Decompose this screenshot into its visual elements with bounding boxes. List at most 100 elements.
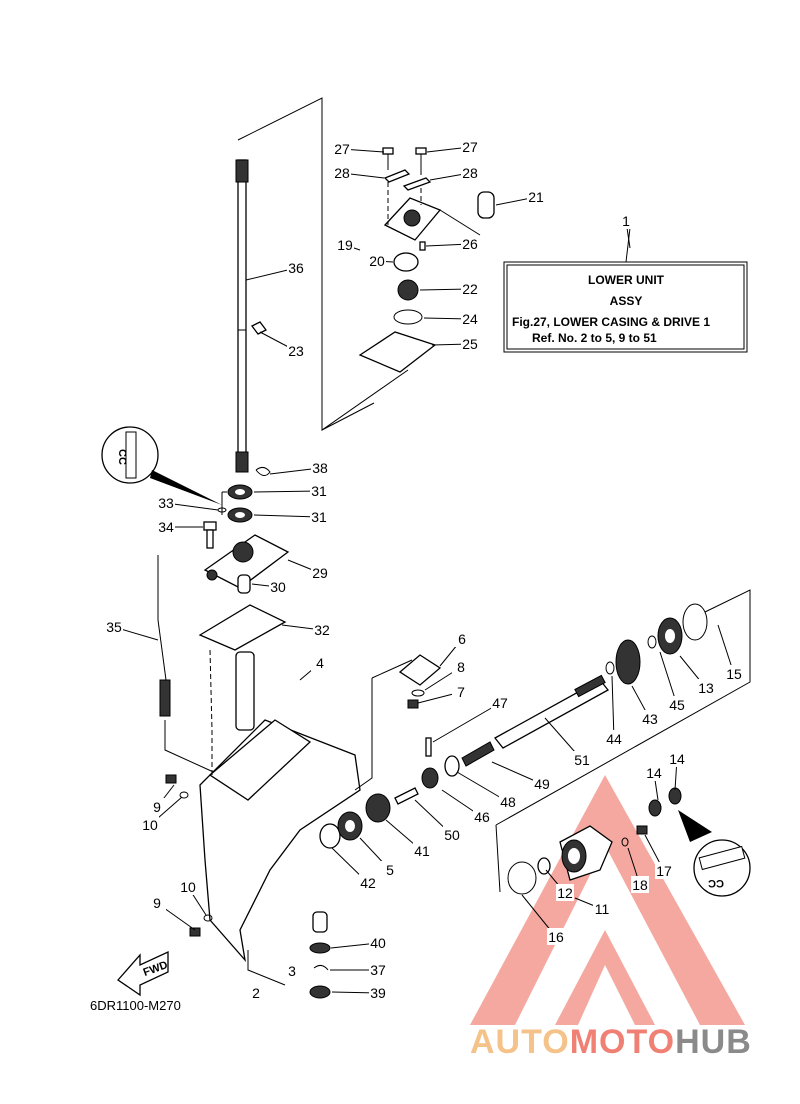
callout-6: 6 bbox=[458, 631, 466, 647]
callout-bg-44 bbox=[605, 730, 623, 747]
callout-51: 51 bbox=[574, 752, 590, 768]
sealant-symbol-left: CC bbox=[101, 426, 222, 505]
callout-bg-35 bbox=[105, 618, 123, 635]
callout-26: 26 bbox=[462, 236, 478, 252]
callout-28: 28 bbox=[462, 165, 478, 181]
callout-36: 36 bbox=[288, 260, 304, 276]
shift-rod bbox=[157, 555, 221, 776]
callout-27: 27 bbox=[462, 139, 478, 155]
housing-bolt bbox=[203, 521, 217, 549]
watermark-text: AUTOMOTOHUB bbox=[470, 1023, 752, 1061]
shaft-key bbox=[251, 321, 267, 335]
callout-bg-16 bbox=[547, 928, 565, 945]
callout-numbers: 1234567899101011121314141516171819202122… bbox=[105, 138, 743, 1001]
pinion-gears bbox=[319, 793, 391, 849]
callout-bg-21 bbox=[527, 188, 545, 205]
pin bbox=[419, 241, 426, 251]
clip bbox=[255, 466, 271, 476]
callout-bg-40 bbox=[369, 934, 387, 951]
callout-bg-26 bbox=[461, 235, 479, 252]
callout-48: 48 bbox=[500, 794, 516, 810]
callout-29: 29 bbox=[312, 565, 328, 581]
callout-bg-6 bbox=[453, 630, 471, 647]
watermark-logo bbox=[470, 775, 745, 1025]
callout-18: 18 bbox=[632, 877, 648, 893]
callout-leader-31 bbox=[253, 514, 320, 518]
callout-bg-49 bbox=[533, 775, 551, 792]
callout-39: 39 bbox=[370, 985, 386, 1001]
cap-bolt-washer bbox=[354, 654, 442, 791]
watermark-part3: HUB bbox=[675, 1023, 752, 1061]
callout-44: 44 bbox=[606, 731, 622, 747]
sealant-label-left: CC bbox=[116, 449, 128, 465]
callout-bg-18 bbox=[631, 876, 649, 893]
callout-bg-30 bbox=[269, 578, 287, 595]
callout-bg-10 bbox=[179, 878, 197, 895]
callout-bg-4 bbox=[311, 654, 329, 671]
ref-box-line3: Fig.27, LOWER CASING & DRIVE 1 bbox=[512, 315, 710, 329]
callout-bg-29 bbox=[311, 564, 329, 581]
prop-shaft-bracket bbox=[495, 589, 751, 893]
watermark-part2: MOTO bbox=[570, 1023, 675, 1061]
callout-14: 14 bbox=[646, 765, 662, 781]
callout-21: 21 bbox=[528, 189, 544, 205]
callout-41: 41 bbox=[414, 843, 430, 859]
outer-plate-cartridge bbox=[358, 331, 437, 373]
callout-bg-27 bbox=[461, 138, 479, 155]
callout-bg-24 bbox=[461, 310, 479, 327]
callout-leader-47 bbox=[432, 702, 501, 743]
callout-9: 9 bbox=[153, 799, 161, 815]
bearings bbox=[221, 484, 253, 523]
callout-25: 25 bbox=[462, 336, 478, 352]
callout-bg-34 bbox=[157, 518, 175, 535]
callout-bg-31 bbox=[310, 482, 328, 499]
callout-bg-11 bbox=[593, 900, 611, 917]
callout-13: 13 bbox=[698, 680, 714, 696]
callout-bg-47 bbox=[491, 694, 509, 711]
callout-7: 7 bbox=[457, 684, 465, 700]
callout-27: 27 bbox=[334, 141, 350, 157]
callout-40: 40 bbox=[370, 935, 386, 951]
callout-bg-38 bbox=[311, 459, 329, 476]
callout-bg-45 bbox=[668, 696, 686, 713]
callout-bg-13 bbox=[697, 679, 715, 696]
callout-30: 30 bbox=[270, 579, 286, 595]
callout-bg-23 bbox=[287, 342, 305, 359]
callout-bg-12 bbox=[556, 884, 574, 901]
callout-43: 43 bbox=[642, 711, 658, 727]
callout-bg-1 bbox=[617, 212, 635, 229]
callout-bg-46 bbox=[473, 808, 491, 825]
impeller bbox=[397, 279, 419, 301]
callout-35: 35 bbox=[106, 619, 122, 635]
callout-11: 11 bbox=[595, 901, 610, 917]
propeller-shaft bbox=[494, 674, 609, 749]
water-tube bbox=[235, 651, 255, 731]
prop-shaft-housing bbox=[507, 787, 682, 895]
callout-2: 2 bbox=[252, 985, 260, 1001]
callout-31: 31 bbox=[311, 509, 327, 525]
collar bbox=[237, 574, 251, 594]
callout-8: 8 bbox=[457, 659, 465, 675]
bushing-nut bbox=[309, 911, 331, 999]
callout-bg-48 bbox=[499, 793, 517, 810]
callout-bg-9 bbox=[148, 894, 166, 911]
callout-bg-19 bbox=[336, 236, 354, 253]
callout-24: 24 bbox=[462, 311, 478, 327]
callout-bg-7 bbox=[452, 683, 470, 700]
grommet bbox=[439, 191, 495, 236]
insert-cartridge bbox=[393, 252, 419, 272]
callout-38: 38 bbox=[312, 460, 328, 476]
callout-leader-31 bbox=[253, 490, 320, 493]
callout-bg-3 bbox=[283, 962, 301, 979]
callout-45: 45 bbox=[669, 697, 685, 713]
callout-bg-14 bbox=[645, 764, 663, 781]
callout-20: 20 bbox=[369, 253, 385, 269]
callout-bg-41 bbox=[413, 842, 431, 859]
drive-shaft bbox=[235, 159, 249, 473]
callout-leader-44 bbox=[611, 675, 615, 740]
callout-bg-33 bbox=[157, 494, 175, 511]
sealant-symbol-right: CC bbox=[678, 810, 751, 897]
callout-4: 4 bbox=[316, 655, 324, 671]
callout-42: 42 bbox=[360, 875, 376, 891]
callout-bg-51 bbox=[573, 751, 591, 768]
